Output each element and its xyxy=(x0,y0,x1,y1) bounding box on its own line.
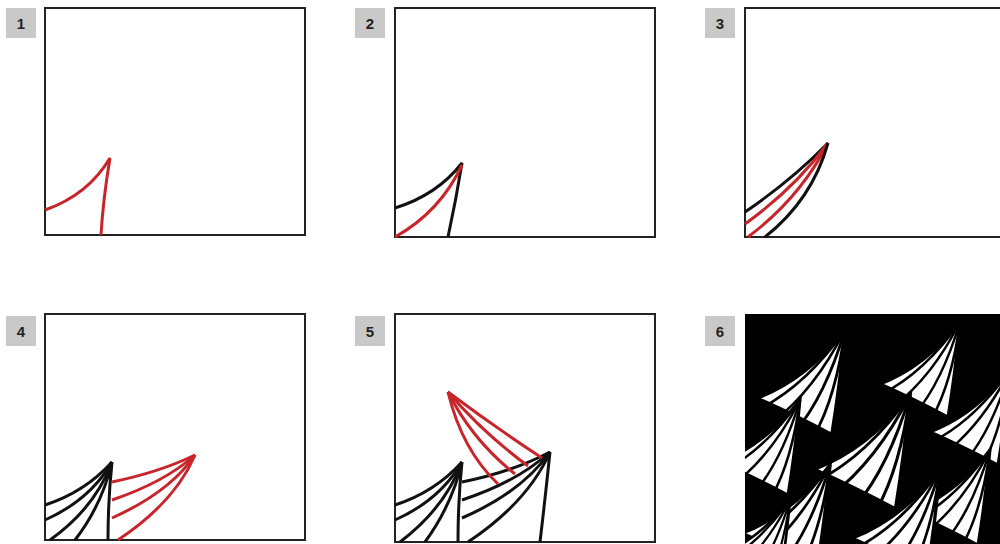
step-badge: 5 xyxy=(355,316,385,346)
callout-number: 5 xyxy=(366,323,374,340)
step-badge: 4 xyxy=(6,316,36,346)
callout-number: 2 xyxy=(366,15,374,32)
step-badge: 2 xyxy=(355,8,385,38)
callout-number: 3 xyxy=(716,15,724,32)
step-badge: 3 xyxy=(705,8,735,38)
callout-number: 1 xyxy=(17,15,25,32)
step-badge: 1 xyxy=(6,8,36,38)
callout-number: 6 xyxy=(716,323,724,340)
callout-number: 4 xyxy=(17,323,25,340)
step-badge: 6 xyxy=(705,316,735,346)
